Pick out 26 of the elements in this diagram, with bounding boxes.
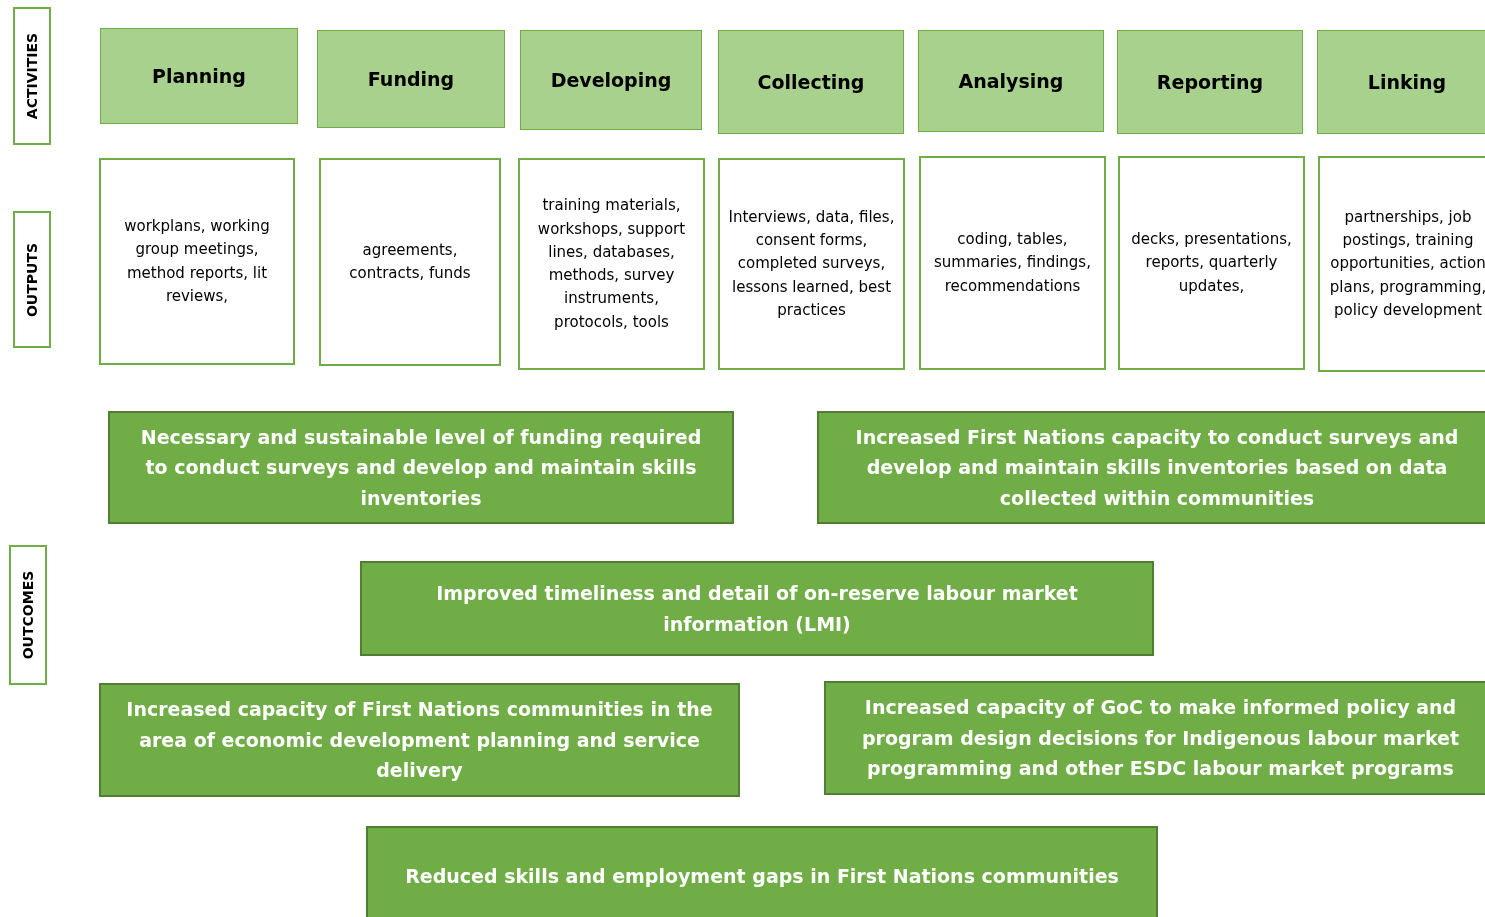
category-label: [13, 7, 51, 145]
category-text: ACTIVITIES: [24, 32, 40, 120]
output-box: partnerships, job postings, training opportunities, action plans, programming, policy development: [1318, 156, 1485, 372]
category-text: OUTCOMES: [20, 570, 36, 660]
output-box: training materials, workshops, support lines, databases, methods, survey instruments, protocols, tools: [518, 158, 705, 370]
activity-box: Collecting: [718, 30, 904, 134]
activity-box: Planning: [100, 28, 298, 124]
output-box: agreements, contracts, funds: [319, 158, 501, 366]
activity-box: Analysing: [918, 30, 1104, 132]
activity-box: Funding: [317, 30, 505, 128]
outcome-box: Necessary and sustainable level of funding required to conduct surveys and develop and maintain skills inventories: [108, 411, 734, 524]
output-box: workplans, working group meetings, method reports, lit reviews,: [99, 158, 295, 365]
outcome-box: Increased capacity of GoC to make informed policy and program design decisions for Indigenous labour market programming and other ESDC labour market programs: [824, 681, 1485, 795]
category-label: [9, 545, 47, 685]
category-label: [13, 211, 51, 348]
outcome-box: Increased capacity of First Nations communities in the area of economic development planning and service delivery: [99, 683, 740, 797]
category-text: OUTPUTS: [24, 242, 40, 317]
activity-box: Linking: [1317, 30, 1485, 134]
outcome-box: Reduced skills and employment gaps in First Nations communities: [366, 826, 1158, 917]
activity-box: Reporting: [1117, 30, 1303, 134]
output-box: Interviews, data, files, consent forms, completed surveys, lessons learned, best practices: [718, 158, 905, 370]
outcome-box: Improved timeliness and detail of on-reserve labour market information (LMI): [360, 561, 1154, 656]
output-box: decks, presentations, reports, quarterly updates,: [1118, 156, 1305, 370]
outcome-box: Increased First Nations capacity to conduct surveys and develop and maintain skills inventories based on data collected within communities: [817, 411, 1485, 524]
activity-box: Developing: [520, 30, 702, 130]
output-box: coding, tables, summaries, findings, recommendations: [919, 156, 1106, 370]
